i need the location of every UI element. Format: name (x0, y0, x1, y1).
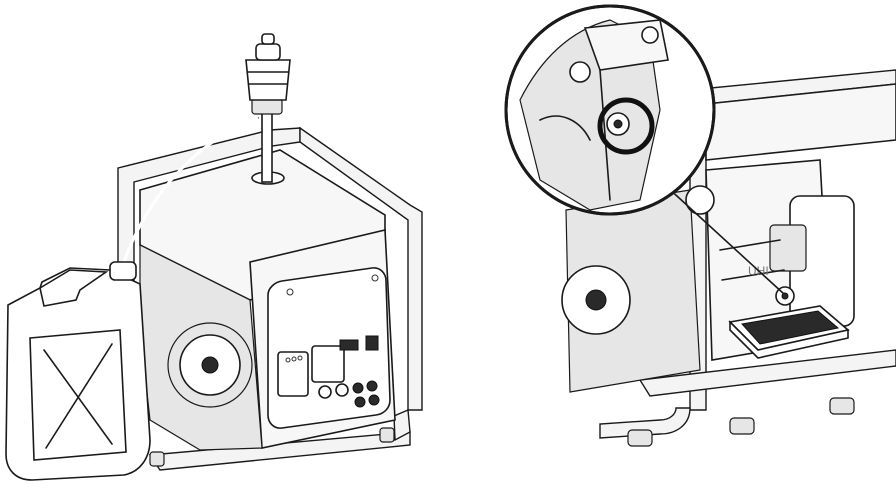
left-panel-generator-refuel (5, 33, 423, 481)
generator-frame (117, 126, 423, 471)
right-panel-generator-oil-drain: UHI (504, 4, 896, 447)
oil-drain-tray (728, 305, 850, 359)
magnified-callout (504, 4, 716, 216)
callout-leader-line (665, 185, 785, 295)
highlight-ring (597, 97, 655, 155)
generator-control-panel (277, 335, 380, 408)
recoil-starter (167, 322, 253, 408)
engine-block: UHI (561, 159, 855, 393)
fuel-jerry-can (5, 261, 151, 481)
siphon-pump (245, 33, 291, 185)
siphon-hose (122, 116, 259, 263)
